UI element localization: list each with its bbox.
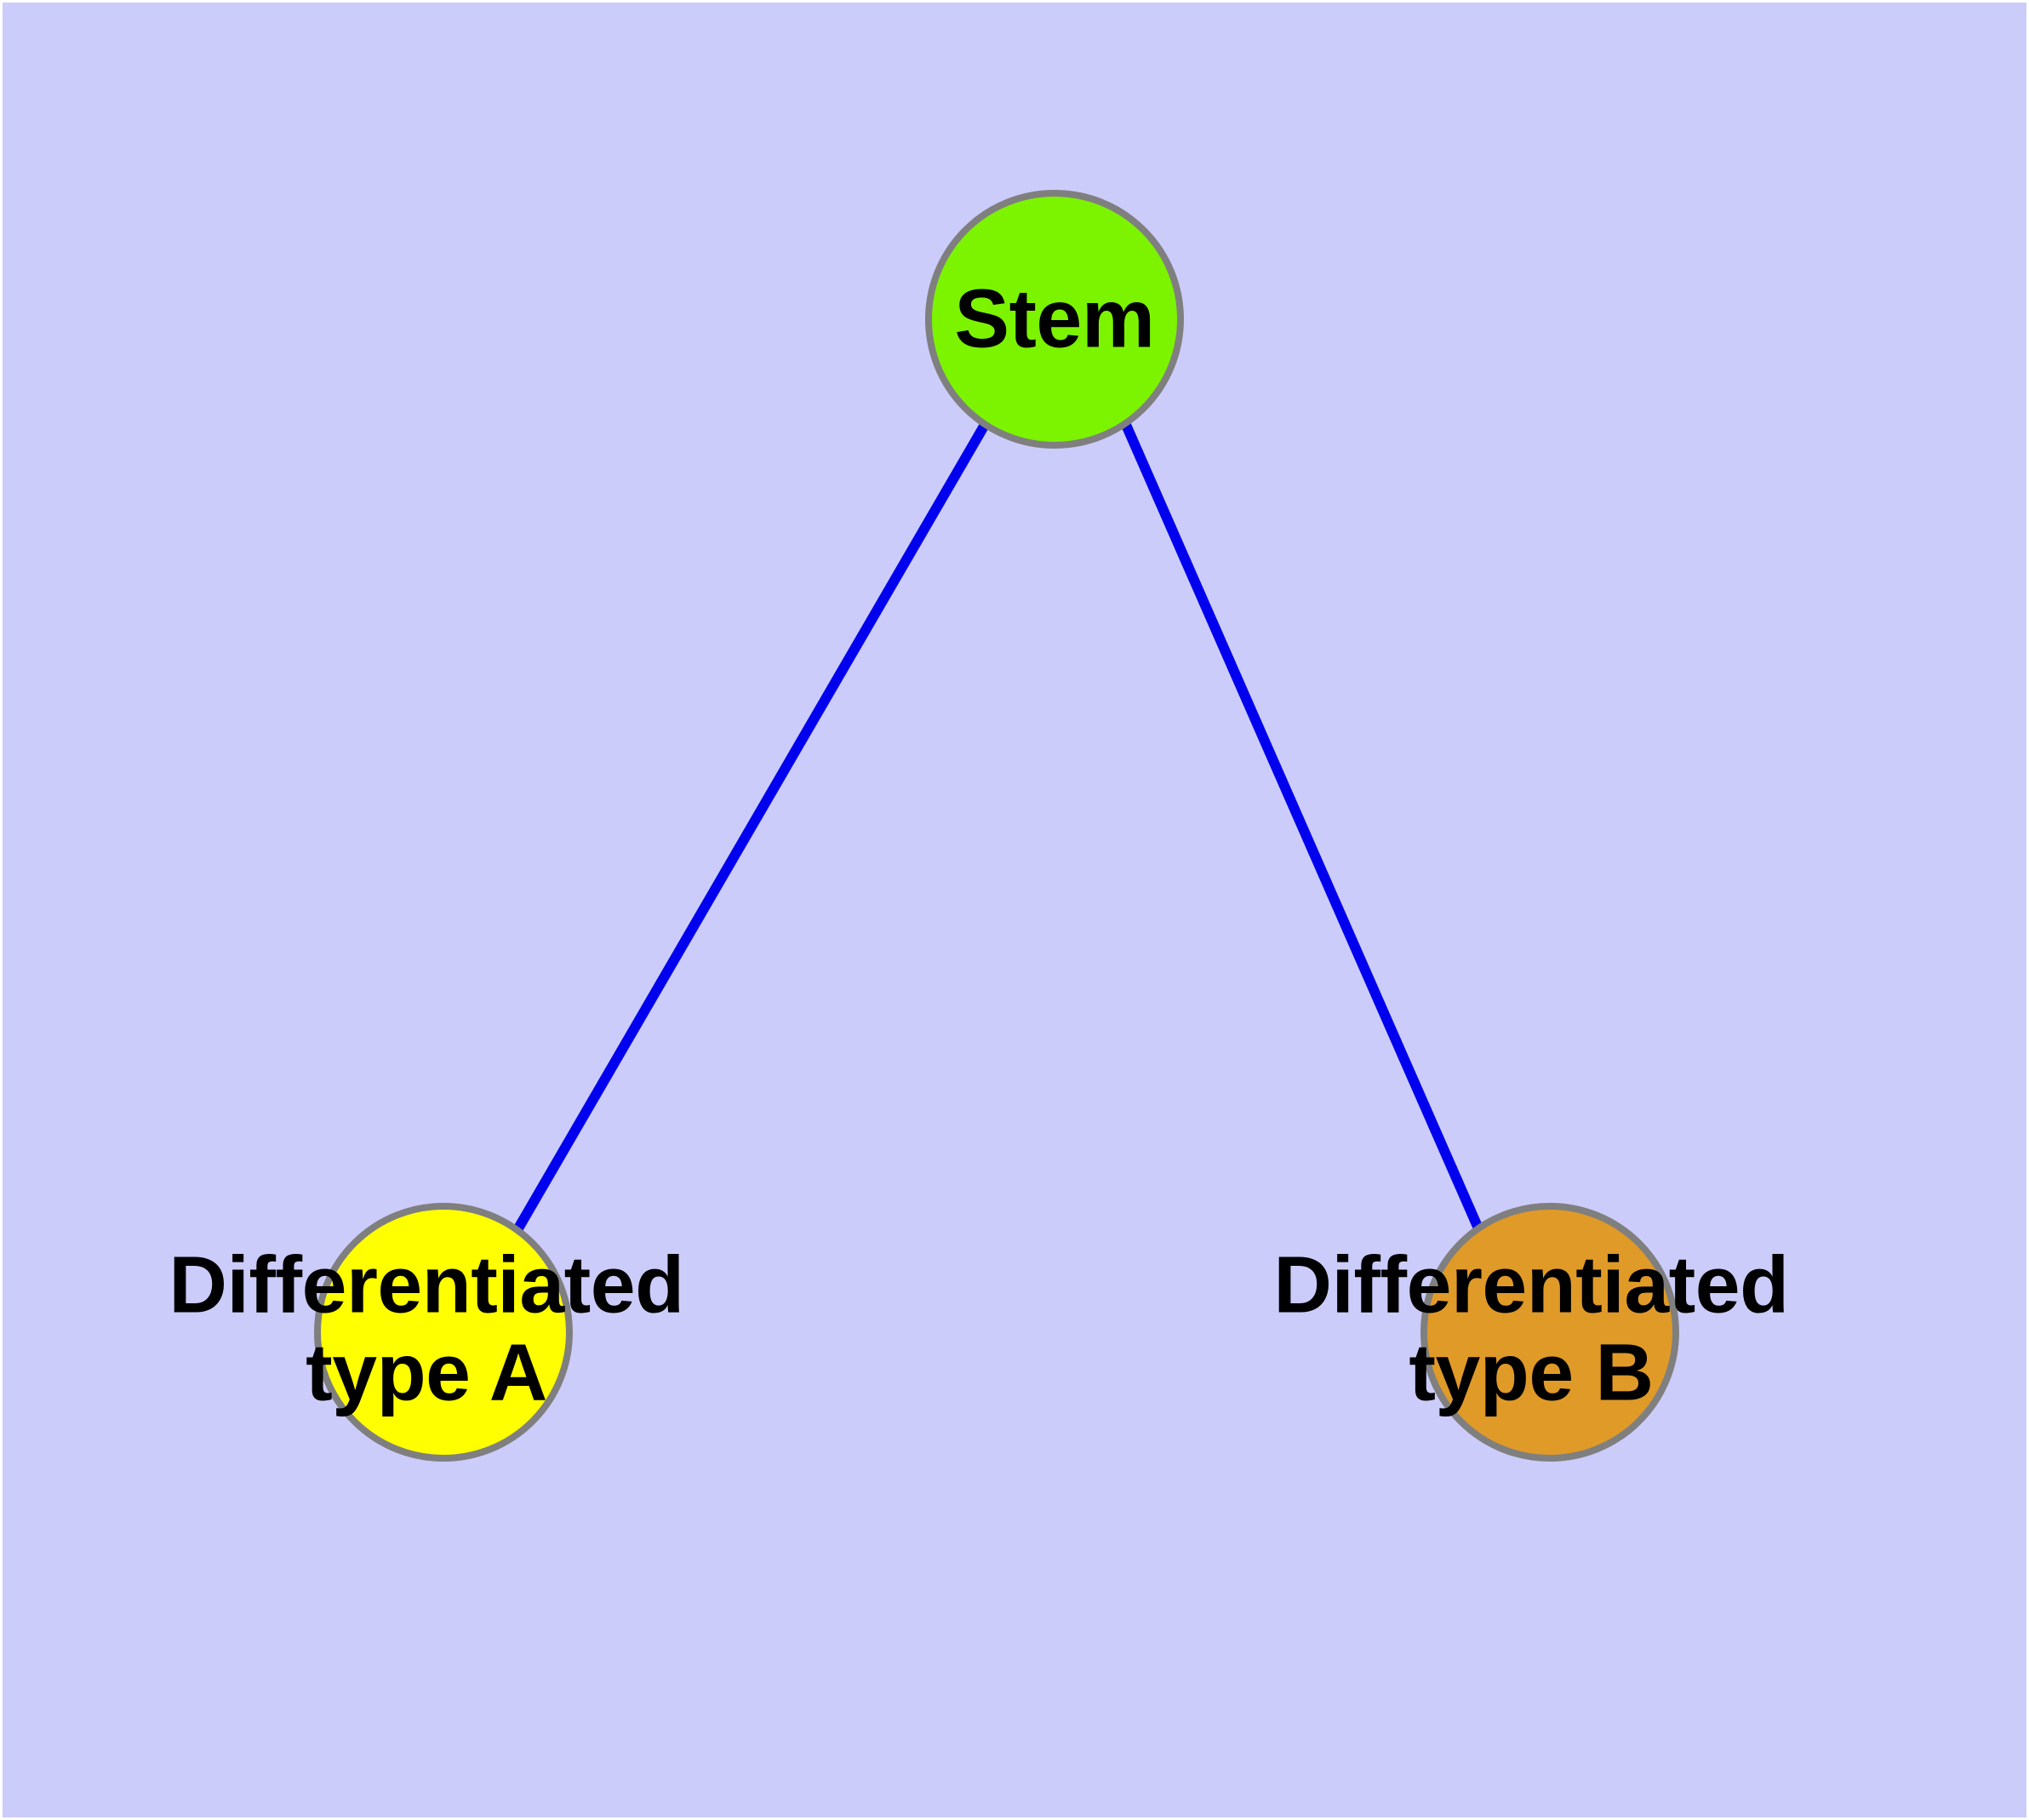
node-differentiated-type-a[interactable]: [314, 1203, 573, 1462]
node-layer: [314, 190, 1679, 1462]
edge-stem-to-type-a[interactable]: [513, 421, 990, 1232]
graph-svg: [314, 190, 1679, 1462]
node-stem[interactable]: [925, 190, 1184, 449]
edge-stem-to-type-b[interactable]: [1121, 422, 1483, 1231]
node-differentiated-type-b[interactable]: [1420, 1203, 1679, 1462]
edge-layer: [513, 421, 1483, 1232]
